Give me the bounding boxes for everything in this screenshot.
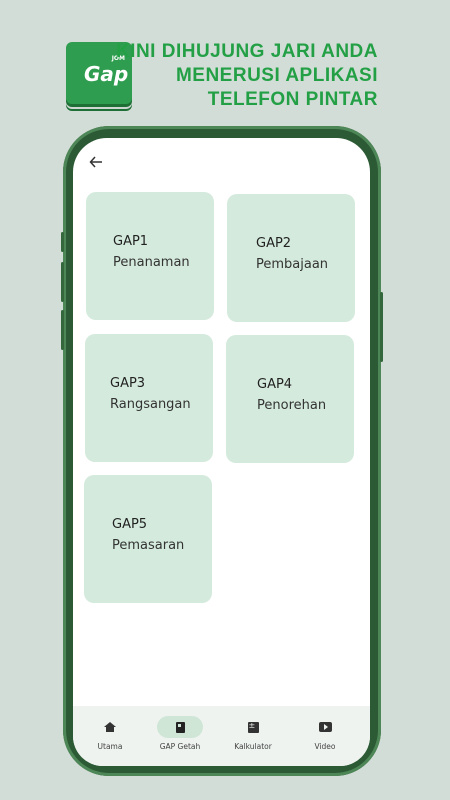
app-screen: GAP1 Penanaman GAP2 Pembajaan GAP3 Rangs… xyxy=(73,138,370,766)
card-code: GAP2 xyxy=(256,236,292,251)
nav-item-video[interactable]: Video xyxy=(288,706,362,766)
home-icon xyxy=(87,716,133,738)
card-title: Rangsangan xyxy=(110,397,191,412)
card-code: GAP4 xyxy=(257,377,293,392)
book-icon xyxy=(157,716,203,738)
phone-button-right xyxy=(380,292,383,362)
nav-item-utama[interactable]: Utama xyxy=(73,706,147,766)
card-title: Penanaman xyxy=(113,255,190,270)
phone-button-left-1 xyxy=(61,232,64,252)
phone-button-left-3 xyxy=(61,310,64,350)
app-logo: JOM Gap xyxy=(66,42,132,104)
card-gap1[interactable]: GAP1 Penanaman xyxy=(86,192,214,320)
card-title: Pemasaran xyxy=(112,538,185,553)
video-icon xyxy=(302,716,348,738)
card-title: Penorehan xyxy=(257,398,327,413)
logo-gap-text: Gap xyxy=(84,62,129,86)
logo-jom-text: JOM xyxy=(111,55,125,62)
nav-label: Utama xyxy=(97,742,123,751)
nav-item-kalkulator[interactable]: Kalkulator xyxy=(216,706,290,766)
tagline-line-1: KINI DIHUJUNG JARI ANDA xyxy=(115,41,378,62)
nav-label: Video xyxy=(314,742,336,751)
promo-tagline: KINI DIHUJUNG JARI ANDA MENERUSI APLIKAS… xyxy=(116,40,378,112)
tagline-line-2: MENERUSI APLIKASI xyxy=(175,65,378,86)
back-button[interactable] xyxy=(89,152,109,172)
nav-label: Kalkulator xyxy=(234,742,272,751)
nav-item-gap-getah[interactable]: GAP Getah xyxy=(143,706,217,766)
card-gap2[interactable]: GAP2 Pembajaan xyxy=(227,194,355,322)
bottom-navigation: Utama GAP Getah Kalkulator Video xyxy=(73,706,370,766)
card-code: GAP3 xyxy=(110,376,146,391)
nav-label: GAP Getah xyxy=(159,742,201,751)
card-code: GAP1 xyxy=(113,234,149,249)
phone-button-left-2 xyxy=(61,262,64,302)
card-code: GAP5 xyxy=(112,517,148,532)
card-gap4[interactable]: GAP4 Penorehan xyxy=(226,335,354,463)
card-gap3[interactable]: GAP3 Rangsangan xyxy=(85,334,213,462)
calculator-icon xyxy=(230,716,276,738)
tagline-line-3: TELEFON PINTAR xyxy=(207,89,378,110)
card-title: Pembajaan xyxy=(256,257,329,272)
card-gap5[interactable]: GAP5 Pemasaran xyxy=(84,475,212,603)
arrow-left-icon xyxy=(89,156,102,168)
